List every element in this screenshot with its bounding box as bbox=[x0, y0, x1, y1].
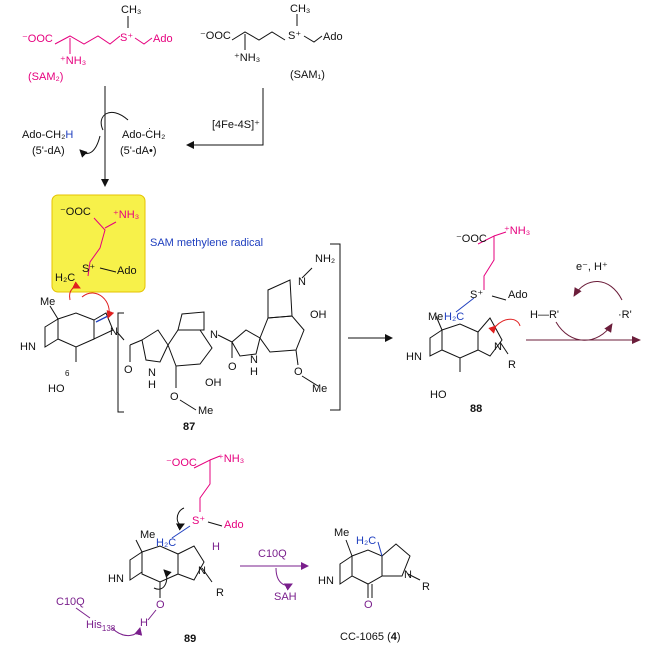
c87-ome2: O bbox=[294, 366, 303, 378]
c87-pos6: 6 bbox=[65, 369, 70, 378]
sam2-ammonium: ⁺NH₃ bbox=[60, 55, 86, 67]
c89-n: N bbox=[198, 565, 206, 577]
c88-sulfonium: S⁺ bbox=[470, 289, 483, 301]
final-byproduct: SAH bbox=[274, 591, 297, 603]
prod-h2c: H₂C bbox=[356, 535, 376, 547]
sam1-methyl: CH₃ bbox=[290, 3, 310, 15]
redox-r-radical: ·R' bbox=[618, 309, 632, 321]
c89-methylene: H₂C bbox=[156, 537, 176, 549]
c88-carboxylate: ⁻OOC bbox=[456, 233, 487, 245]
c89-his: His138 bbox=[86, 619, 116, 633]
radical-box-methylene: H₂C bbox=[55, 272, 75, 284]
radical-box-carboxylate: ⁻OOC bbox=[60, 206, 91, 218]
c87-nh2-n: N bbox=[250, 354, 258, 366]
c87-oh2: OH bbox=[310, 309, 327, 321]
c87-nh2: NH₂ bbox=[315, 253, 335, 265]
c89-ammonium: ⁺NH₃ bbox=[218, 453, 244, 465]
sam2-label: (SAM₂) bbox=[28, 71, 63, 83]
c88-r: R bbox=[508, 359, 516, 371]
compound-88: ⁻OOC ⁺NH₃ S⁺ Ado H₂C Me HN HO N R 88 bbox=[406, 225, 530, 415]
c89-o: O bbox=[156, 599, 165, 611]
radical-box: ⁻OOC ⁺NH₃ H₂C S⁺ Ado bbox=[51, 194, 146, 293]
ado-ch2h: Ado-CH₂H bbox=[22, 129, 73, 141]
sam2-methyl: CH₃ bbox=[121, 4, 141, 16]
c88-hn: HN bbox=[406, 351, 422, 363]
compound-89: ⁻OOC ⁺NH₃ S⁺ Ado H₂C Me HN H N R O H C10… bbox=[56, 453, 244, 645]
final-enzyme: C10Q bbox=[258, 548, 287, 560]
sam2-carboxylate: ⁻OOC bbox=[22, 33, 53, 45]
c87-nh2-h: H bbox=[250, 366, 258, 378]
sam1-carboxylate: ⁻OOC bbox=[200, 30, 231, 42]
cluster-arrow: [4Fe-4S]⁺ bbox=[186, 88, 264, 149]
prod-hn: HN bbox=[318, 575, 334, 587]
c87-o1: O bbox=[124, 364, 133, 376]
c88-me: Me bbox=[428, 311, 443, 323]
c87-carbonyl: O bbox=[228, 361, 237, 373]
c87-n2: N bbox=[210, 329, 218, 341]
sam1-label: (SAM₁) bbox=[290, 69, 325, 81]
c87-nh1-h: H bbox=[148, 379, 156, 391]
dA-radical-label: (5'-dA•) bbox=[120, 145, 157, 157]
c87-oh: OH bbox=[205, 377, 222, 389]
prod-o: O bbox=[364, 599, 373, 611]
prod-name: CC-1065 (4) bbox=[340, 631, 401, 643]
c89-sulfonium: S⁺ bbox=[192, 515, 205, 527]
c88-n: N bbox=[494, 341, 502, 353]
prod-r: R bbox=[422, 581, 430, 593]
sam2-sulfonium: S⁺ bbox=[120, 32, 133, 44]
sam2-structure: ⁻OOC ⁺NH₃ CH₃ S⁺ Ado (SAM₂) bbox=[22, 4, 173, 83]
c88-ho: HO bbox=[430, 389, 447, 401]
c87-hn: HN bbox=[20, 341, 36, 353]
sam1-ado: Ado bbox=[323, 31, 343, 43]
cluster-label: [4Fe-4S]⁺ bbox=[212, 119, 260, 131]
c89-h2: H bbox=[140, 617, 148, 629]
prod-n: N bbox=[404, 569, 412, 581]
c89-me: Me bbox=[140, 529, 155, 541]
deoxyadenosine-species: Ado-CH₂H (5'-dA) Ado-ĊH₂ (5'-dA•) bbox=[22, 111, 165, 158]
radical-box-ammonium: ⁺NH₃ bbox=[113, 209, 139, 221]
sam1-structure: ⁻OOC ⁺NH₃ CH₃ S⁺ Ado (SAM₁) bbox=[200, 3, 343, 81]
c88-ado: Ado bbox=[508, 289, 528, 301]
sam2-ado: Ado bbox=[153, 33, 173, 45]
c89-carboxylate: ⁻OOC bbox=[166, 457, 197, 469]
radical-box-title: SAM methylene radical bbox=[150, 237, 263, 249]
c89-hn: HN bbox=[108, 573, 124, 585]
radical-box-ado: Ado bbox=[117, 265, 137, 277]
redox-h-r: H—R' bbox=[530, 309, 559, 321]
prod-me: Me bbox=[334, 527, 349, 539]
c87-me3: Me bbox=[312, 383, 327, 395]
c87-n3: N bbox=[298, 276, 306, 288]
ado-radical: Ado-ĊH₂ bbox=[122, 128, 165, 141]
c87-me2: Me bbox=[198, 405, 213, 417]
sam1-ammonium: ⁺NH₃ bbox=[234, 52, 260, 64]
c88-methylene: H₂C bbox=[444, 311, 464, 323]
c89-r: R bbox=[216, 587, 224, 599]
final-arrow: C10Q SAH bbox=[240, 548, 309, 603]
c88-label: 88 bbox=[470, 403, 482, 415]
c89-ado: Ado bbox=[224, 519, 244, 531]
c89-enzyme: C10Q bbox=[56, 596, 85, 608]
compound-87: Me HN HO 6 N O N H OH O Me N O N H OH O bbox=[20, 243, 341, 433]
c87-ome: O bbox=[170, 391, 179, 403]
c87-ho: HO bbox=[48, 383, 65, 395]
redox-cycle: e⁻, H⁺ H—R' ·R' bbox=[526, 261, 641, 344]
c89-label: 89 bbox=[184, 633, 196, 645]
c87-nh1: N bbox=[148, 367, 156, 379]
product-cc1065: Me H₂C HN N R O CC-1065 (4) bbox=[318, 527, 430, 643]
redox-e-h: e⁻, H⁺ bbox=[576, 261, 608, 273]
c87-label: 87 bbox=[183, 421, 195, 433]
c87-me: Me bbox=[40, 296, 55, 308]
dA-label: (5'-dA) bbox=[32, 145, 65, 157]
c88-ammonium: ⁺NH₃ bbox=[504, 225, 530, 237]
c87-n: N bbox=[110, 326, 118, 338]
c89-h: H bbox=[212, 541, 220, 553]
radical-box-sulfonium: S⁺ bbox=[82, 263, 95, 275]
sam1-sulfonium: S⁺ bbox=[288, 30, 301, 42]
